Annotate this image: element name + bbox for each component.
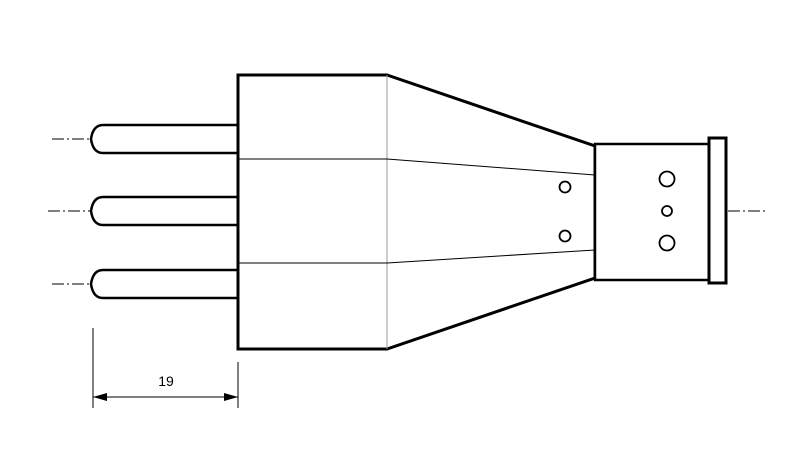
hole-left-top — [558, 180, 572, 194]
pin-top — [89, 123, 240, 155]
plug-body — [236, 73, 597, 351]
pin-bottom — [89, 268, 240, 300]
pin-middle — [89, 195, 240, 227]
dimension-arrow-right — [224, 393, 238, 401]
body-edge-bottom — [238, 249, 596, 264]
holes — [558, 170, 676, 252]
hole-left-bottom — [558, 229, 572, 243]
hole-right-bottom — [658, 234, 676, 252]
sleeve-rim — [707, 136, 728, 285]
body-edge-top — [238, 158, 596, 176]
pins — [89, 123, 240, 300]
dimension-19 — [92, 328, 239, 408]
body-outline — [236, 73, 597, 351]
hole-right-top — [658, 170, 676, 188]
cable-sleeve — [593, 136, 728, 285]
dimension-label: 19 — [158, 373, 174, 389]
dimension-arrow-left — [93, 393, 107, 401]
hole-right-middle — [661, 205, 673, 217]
sleeve-body — [593, 142, 711, 282]
